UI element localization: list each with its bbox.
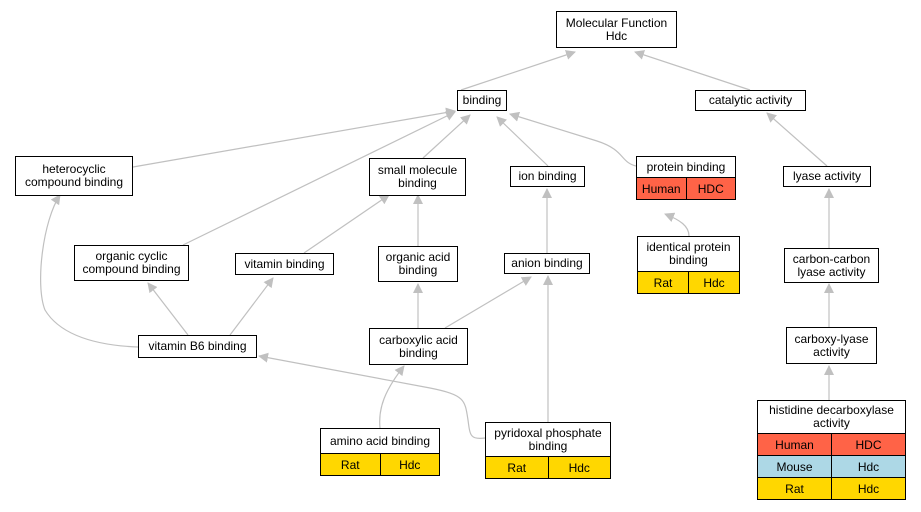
node-label: lyase activity (792, 169, 862, 183)
species-cell: Rat (785, 481, 804, 496)
species-cell: Rat (507, 460, 527, 475)
node-label: anion binding (511, 256, 583, 270)
edge-catalytic_activity->molecular_function (634, 50, 751, 91)
edge-ion_binding->binding (496, 116, 549, 167)
node-label: binding (462, 93, 502, 107)
edge-vitamin_b6->vitamin (229, 277, 274, 336)
node-catalytic-activity[interactable]: catalytic activity (695, 90, 806, 111)
node-heterocyclic-compound-binding[interactable]: heterocyclic compound binding (15, 156, 133, 196)
node-label: carboxy-lyase activity (794, 331, 869, 359)
node-label: organic acid binding (385, 250, 451, 277)
node-organic-cyclic-compound-binding[interactable]: organic cyclic compound binding (74, 245, 189, 281)
edge-carboxylic->anion (444, 276, 532, 329)
node-label: amino acid binding (329, 433, 431, 448)
species-row: Human HDC (637, 177, 735, 199)
node-molecular-function[interactable]: Molecular Function Hdc (556, 11, 677, 48)
node-label: identical protein binding (646, 240, 731, 267)
species-row: Rat Hdc (486, 456, 610, 478)
species-row: Human HDC (758, 433, 905, 455)
edge-binding->molecular_function (460, 50, 576, 91)
node-label: small molecule binding (377, 163, 458, 190)
node-label: vitamin binding (244, 256, 325, 271)
node-label: ion binding (518, 169, 577, 183)
node-label: catalytic activity (708, 93, 793, 107)
species-cell: Mouse (776, 459, 813, 474)
node-label: histidine decarboxylase activity (769, 403, 894, 430)
species-cell: Rat (653, 275, 673, 290)
gene-cell: Hdc (831, 478, 905, 499)
node-carboxy-lyase-activity[interactable]: carboxy-lyase activity (786, 327, 877, 364)
edge-vitamin->small_molecule (303, 194, 390, 254)
node-label: pyridoxal phosphate binding (494, 425, 602, 453)
gene-cell: Hdc (831, 456, 905, 477)
node-carbon-carbon-lyase-activity[interactable]: carbon-carbon lyase activity (784, 248, 879, 283)
species-cell: Rat (340, 457, 360, 472)
node-anion-binding[interactable]: anion binding (504, 253, 590, 274)
node-label: carbon-carbon lyase activity (792, 251, 871, 279)
species-row: Rat Hdc (321, 453, 439, 475)
species-row: Rat Hdc (758, 477, 905, 499)
edge-amino_acid->carboxylic (379, 365, 405, 429)
node-label: organic cyclic compound binding (82, 249, 181, 276)
edge-pyridoxal->vitamin_b6 (258, 352, 486, 440)
node-binding[interactable]: binding (457, 90, 507, 111)
node-vitamin-b6-binding[interactable]: vitamin B6 binding (138, 335, 257, 358)
species-row: Rat Hdc (638, 271, 739, 293)
node-label: carboxylic acid binding (379, 332, 458, 360)
node-label: protein binding (646, 159, 726, 174)
species-row: Mouse Hdc (758, 455, 905, 477)
edge-heterocyclic->binding (132, 107, 456, 168)
edge-vitamin_b6->heterocyclic (40, 194, 139, 348)
species-cell: Human (775, 437, 814, 452)
edge-small_molecule->binding (422, 114, 471, 159)
gene-cell: Hdc (379, 454, 440, 475)
node-lyase-activity[interactable]: lyase activity (783, 166, 871, 187)
gene-cell: HDC (831, 434, 905, 455)
node-ion-binding[interactable]: ion binding (510, 166, 585, 187)
node-small-molecule-binding[interactable]: small molecule binding (369, 158, 466, 196)
edge-identical->protein (664, 212, 690, 237)
species-cell: Human (641, 181, 681, 196)
edge-lyase->catalytic (766, 112, 828, 167)
node-carboxylic-acid-binding[interactable]: carboxylic acid binding (369, 328, 468, 365)
node-vitamin-binding[interactable]: vitamin binding (235, 253, 334, 275)
edge-protein_binding->binding (509, 111, 637, 167)
node-label: vitamin B6 binding (148, 339, 247, 353)
node-organic-acid-binding[interactable]: organic acid binding (378, 246, 458, 282)
edge-vitamin_b6->organic_cyclic (147, 282, 189, 336)
node-label: Molecular Function Hdc (565, 15, 668, 43)
node-label: heterocyclic compound binding (24, 162, 124, 189)
edge-organic_cyclic->binding (182, 111, 456, 246)
gene-cell: Hdc (688, 272, 739, 293)
gene-cell: Hdc (547, 457, 611, 478)
gene-cell: HDC (685, 178, 736, 199)
